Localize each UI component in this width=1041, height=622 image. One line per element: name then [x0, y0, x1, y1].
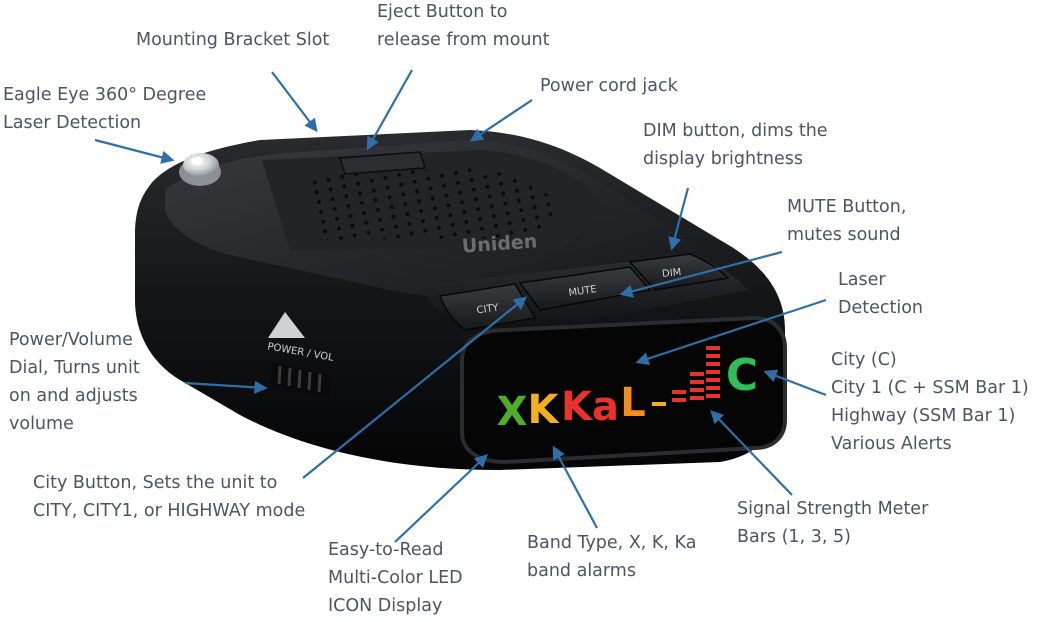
- city-button-label: CITY: [476, 302, 500, 316]
- arrow-mounting-slot: [271, 71, 318, 133]
- led-display: X K Ka L C: [460, 315, 787, 465]
- callout-line: Power/Volume: [9, 330, 133, 350]
- arrow-band-type: [552, 445, 598, 529]
- dim-button-label: DIM: [662, 267, 682, 280]
- callout-arrows: [94, 69, 827, 543]
- laser-lens-icon: [179, 153, 221, 186]
- mount-plate: [262, 150, 610, 250]
- callout-power-volume: Power/Volume Dial, Turns unit on and adj…: [9, 326, 140, 438]
- arrow-power-volume: [184, 380, 268, 394]
- callout-line: Easy-to-Read: [328, 540, 444, 560]
- callout-line: Eagle Eye 360° Degree: [3, 85, 207, 105]
- callout-line: mutes sound: [787, 225, 901, 245]
- callout-line: City Button, Sets the unit to: [33, 473, 278, 493]
- signal-dash-icon: [652, 402, 666, 406]
- callout-line: CITY, CITY1, or HIGHWAY mode: [33, 501, 306, 521]
- callout-laser-detection: Laser Detection: [838, 266, 923, 322]
- callout-city-modes: City (C) City 1 (C + SSM Bar 1) Highway …: [831, 346, 1029, 458]
- arrow-power-jack: [469, 99, 533, 142]
- callout-line: Band Type, X, K, Ka: [527, 533, 697, 553]
- city-indicator: C: [726, 350, 758, 401]
- callout-line: Multi-Color LED: [328, 568, 463, 588]
- callout-line: volume: [9, 414, 74, 434]
- arrow-eject: [366, 69, 413, 151]
- callout-line: City (C): [831, 350, 897, 370]
- arrow-eagle-eye: [94, 138, 175, 164]
- callout-line: display brightness: [643, 149, 804, 169]
- arrow-led-display: [394, 454, 488, 543]
- callout-line: DIM button, dims the: [643, 121, 828, 141]
- callout-line: Signal Strength Meter: [737, 499, 929, 519]
- callout-led-display: Easy-to-Read Multi-Color LED ICON Displa…: [328, 536, 463, 620]
- callout-signal-meter: Signal Strength Meter Bars (1, 3, 5): [737, 495, 928, 551]
- band-l: L: [620, 380, 646, 426]
- callout-mute-button: MUTE Button, mutes sound: [787, 193, 906, 249]
- callout-city-button: City Button, Sets the unit to CITY, CITY…: [33, 469, 305, 525]
- arrow-signal-meter: [710, 410, 793, 496]
- band-ka: Ka: [561, 384, 619, 430]
- band-x: X: [497, 389, 528, 435]
- callout-line: Power cord jack: [540, 76, 678, 96]
- band-k: K: [528, 387, 561, 433]
- signal-strength-bars: [672, 346, 720, 402]
- brand-logo: Uniden: [461, 230, 538, 257]
- mute-button-label: MUTE: [568, 284, 598, 299]
- callout-line: Bars (1, 3, 5): [737, 527, 851, 547]
- callout-dim-button: DIM button, dims the display brightness: [643, 117, 828, 173]
- callout-line: release from mount: [377, 30, 550, 50]
- callout-line: Laser: [838, 270, 886, 290]
- arrow-mute: [619, 250, 783, 298]
- callout-line: Dial, Turns unit: [9, 358, 140, 378]
- dim-button[interactable]: DIM: [628, 253, 730, 291]
- eject-tab: [339, 151, 426, 175]
- callout-line: MUTE Button,: [787, 197, 907, 217]
- volume-wedge-icon: [268, 312, 305, 338]
- callout-line: band alarms: [527, 561, 636, 581]
- callout-line: Detection: [838, 298, 924, 318]
- mute-button[interactable]: MUTE: [518, 266, 652, 311]
- callout-line: on and adjusts: [9, 386, 138, 406]
- callout-power-jack: Power cord jack: [540, 72, 678, 100]
- callout-line: Various Alerts: [831, 434, 952, 454]
- arrow-laser: [635, 298, 827, 365]
- callout-eject-button: Eject Button to release from mount: [377, 0, 549, 54]
- callout-eagle-eye: Eagle Eye 360° Degree Laser Detection: [3, 81, 206, 137]
- callout-band-type: Band Type, X, K, Ka band alarms: [527, 529, 696, 585]
- callout-line: Highway (SSM Bar 1): [831, 406, 1016, 426]
- city-button[interactable]: CITY: [438, 283, 537, 331]
- callout-line: Mounting Bracket Slot: [136, 30, 330, 50]
- button-panel: CITY MUTE DIM: [425, 253, 748, 332]
- callout-line: ICON Display: [328, 596, 443, 616]
- arrow-city-button: [302, 296, 528, 479]
- arrow-dim: [668, 187, 690, 251]
- callout-line: Eject Button to: [377, 2, 508, 22]
- callout-mounting-slot: Mounting Bracket Slot: [136, 26, 329, 54]
- callout-line: City 1 (C + SSM Bar 1): [831, 378, 1029, 398]
- arrow-city-mode: [763, 369, 827, 397]
- callout-line: Laser Detection: [3, 113, 142, 133]
